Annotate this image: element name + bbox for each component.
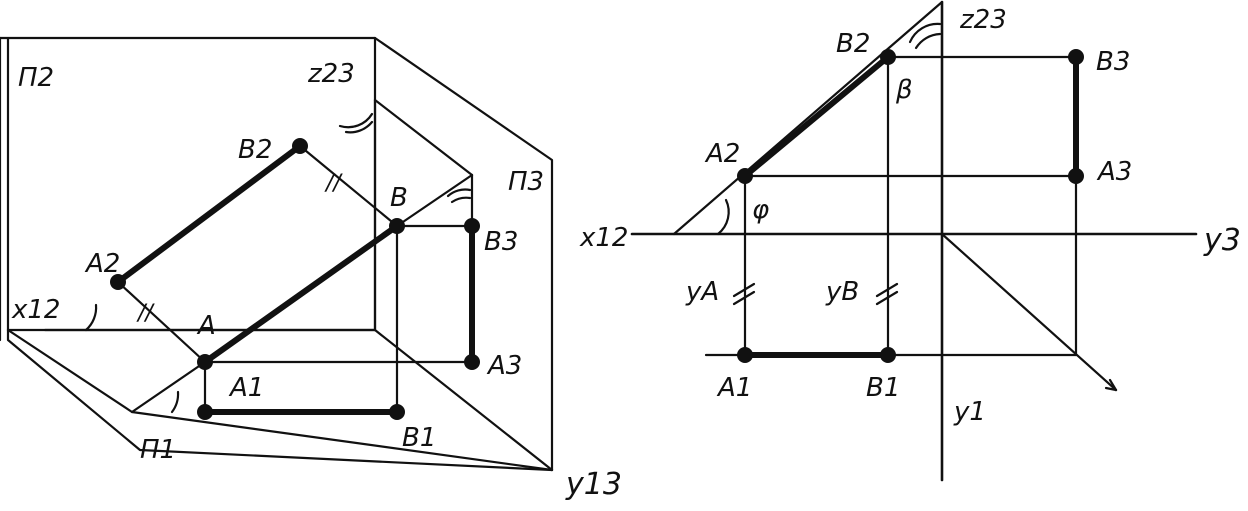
constant-line-arrow-1 [1108, 378, 1118, 392]
tick-yb-2 [875, 290, 899, 306]
point-b3 [464, 218, 480, 234]
label-axis-y1: y1 [953, 397, 986, 427]
angle-arc-z23-2 [914, 32, 942, 50]
plane-p1-front [6, 328, 554, 472]
tick-mark-b2b: // [324, 171, 343, 196]
point-a1 [197, 404, 213, 420]
tick-yb-1 [875, 282, 899, 298]
label-point-b2-right: B2 [836, 29, 870, 59]
point-b3-right [1068, 49, 1084, 65]
b-to-p3-line [395, 173, 474, 228]
left-angle-arc-b-2 [450, 196, 472, 204]
axis-y13-line [373, 328, 554, 472]
left-angle-arc-z23-2 [344, 120, 374, 134]
left-angle-arc-b-1 [446, 188, 472, 198]
tick-ya-2 [732, 290, 756, 306]
label-point-b2-left: B2 [238, 135, 272, 165]
point-a2-right [737, 168, 753, 184]
b2-to-b-line [298, 144, 399, 228]
left-angle-arc-z23-1 [338, 112, 374, 129]
left-angle-arc-a1 [170, 390, 180, 414]
label-dim-yb: yB [825, 277, 859, 307]
label-angle-phi: φ [752, 195, 769, 225]
constant-line-arrow-2 [1104, 386, 1118, 392]
label-dim-ya: yA [685, 277, 719, 307]
segment-ab [202, 223, 400, 365]
label-axis-z23-left: z23 [307, 59, 355, 89]
label-axis-x12-left: x12 [11, 295, 60, 325]
label-point-b1-right: B1 [866, 373, 900, 403]
left-angle-arc-x12 [84, 303, 98, 332]
label-point-b3-left: B3 [484, 227, 518, 257]
label-angle-beta: β [895, 75, 913, 105]
label-point-a-left: A [196, 311, 216, 341]
label-point-b-left: B [390, 183, 408, 213]
point-b1 [389, 404, 405, 420]
x12-to-a-line [130, 360, 207, 414]
point-a [197, 354, 213, 370]
label-point-b1-left: B1 [402, 423, 436, 453]
angle-arc-z23-1 [908, 22, 942, 44]
left-axonometric-view: Π2 Π3 Π1 z23 x12 y13 // // B2 A2 A B A1 … [0, 36, 622, 502]
tick-mark-a2a: // [136, 301, 155, 326]
label-point-a2-right: A2 [704, 139, 740, 169]
z23-to-b3-diag [373, 98, 474, 177]
label-plane-p2: Π2 [18, 63, 54, 93]
constant-line-45 [940, 232, 1118, 392]
label-point-a2-left: A2 [84, 249, 120, 279]
point-a2 [110, 274, 126, 290]
point-b2 [292, 138, 308, 154]
line-x12-to-z23 [672, 0, 944, 236]
label-axis-x12-right: x12 [579, 223, 628, 253]
angle-arc-phi-x12 [716, 198, 730, 236]
label-axis-y3: y3 [1203, 223, 1241, 258]
segment-a2b2 [115, 143, 303, 285]
a2-to-a-line [116, 280, 207, 364]
point-a1-right [737, 347, 753, 363]
point-a3 [464, 354, 480, 370]
label-axis-y13: y13 [565, 467, 622, 502]
point-b2-right [880, 49, 896, 65]
segment-a2b2-right [742, 54, 891, 179]
label-point-a1-right: A1 [716, 373, 752, 403]
label-plane-p1: Π1 [140, 435, 176, 465]
point-b1-right [880, 347, 896, 363]
point-a3-right [1068, 168, 1084, 184]
point-b [389, 218, 405, 234]
label-point-a3-left: A3 [486, 351, 522, 381]
label-point-a3-right: A3 [1096, 157, 1132, 187]
label-plane-p3: Π3 [508, 167, 544, 197]
tick-ya-1 [732, 282, 756, 298]
right-orthographic-view: z23 x12 y3 y1 β φ yA yB B2 A2 A1 B1 B3 A… [579, 0, 1241, 482]
label-axis-z23-right: z23 [959, 5, 1007, 35]
label-point-b3-right: B3 [1096, 47, 1130, 77]
label-point-a1-left: A1 [228, 373, 264, 403]
plane-p3-outline [373, 36, 554, 472]
